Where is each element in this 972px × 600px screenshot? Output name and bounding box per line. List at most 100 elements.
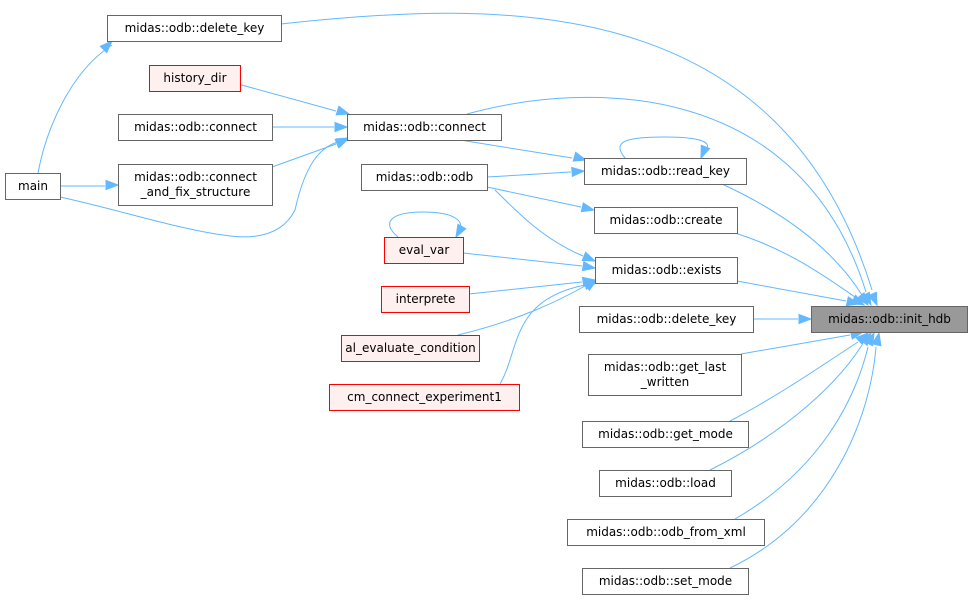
edge-eval-var-exists — [462, 252, 583, 267]
edge-main-connect-fix-arrowhead — [105, 179, 120, 191]
node-create[interactable]: midas::odb::create — [594, 207, 738, 234]
node-interprete[interactable]: interprete — [381, 286, 470, 313]
node-get-mode[interactable]: midas::odb::get_mode — [582, 421, 749, 448]
node-set-mode-label: midas::odb::set_mode — [599, 574, 732, 588]
edge-odb-from-xml-init-hdb — [734, 346, 869, 520]
edge-set-mode-init-hdb — [729, 346, 877, 569]
node-delete-key-top[interactable]: midas::odb::delete_key — [107, 15, 282, 42]
node-connect-mid-label: midas::odb::connect — [363, 120, 486, 134]
node-get-last-written-label: midas::odb::get_last — [604, 360, 727, 374]
node-delete-key-low-label: midas::odb::delete_key — [597, 312, 737, 326]
node-cm-connect-box — [329, 384, 520, 411]
node-odb-from-xml-label: midas::odb::odb_from_xml — [586, 525, 746, 539]
node-connect-fix-label: _and_fix_structure — [140, 185, 251, 199]
node-main-box — [5, 173, 61, 200]
node-connect-fix[interactable]: midas::odb::connect_and_fix_structure — [118, 164, 273, 206]
edge-history-dir-connect-mid-arrowhead — [335, 105, 351, 116]
edge-connect-mid-read-key — [459, 139, 573, 159]
node-get-mode-label: midas::odb::get_mode — [598, 427, 733, 441]
edge-connect-mid-init-hdb — [466, 96, 867, 293]
edge-delete-key-top-init-hdb — [280, 12, 873, 291]
edge-set-mode-init-hdb-arrowhead — [871, 331, 882, 347]
edge-read-key-self-arrowhead — [700, 144, 711, 160]
node-odb-from-xml[interactable]: midas::odb::odb_from_xml — [567, 519, 765, 546]
node-odb-odb-label: midas::odb::odb — [376, 170, 474, 184]
node-init-hdb-box — [811, 306, 968, 333]
node-connect-fix-box — [118, 164, 273, 206]
edge-odb-odb-create-arrowhead — [580, 202, 596, 213]
edge-delete-key-low-init-hdb-arrowhead — [798, 313, 813, 325]
node-main[interactable]: main — [5, 173, 61, 200]
node-delete-key-top-label: midas::odb::delete_key — [125, 21, 265, 35]
edge-main-delete-key-top-arrowhead — [99, 39, 114, 54]
edge-history-dir-connect-mid — [237, 83, 337, 112]
node-get-last-written-label: _written — [640, 375, 689, 389]
node-eval-var[interactable]: eval_var — [384, 237, 464, 264]
node-exists-box — [595, 257, 738, 284]
node-odb-odb-box — [361, 164, 488, 191]
edge-odb-odb-exists — [494, 189, 584, 257]
node-eval-var-box — [384, 237, 464, 264]
node-cm-connect[interactable]: cm_connect_experiment1 — [329, 384, 520, 411]
node-set-mode[interactable]: midas::odb::set_mode — [582, 568, 749, 595]
edge-delete-key-top-init-hdb-arrowhead — [867, 291, 878, 307]
node-history-dir-box — [149, 65, 241, 92]
node-connect-left-label: midas::odb::connect — [134, 120, 257, 134]
node-create-label: midas::odb::create — [609, 213, 722, 227]
node-load[interactable]: midas::odb::load — [599, 470, 732, 497]
edge-connect-fix-connect-mid-arrowhead — [334, 138, 350, 149]
edge-get-mode-init-hdb — [729, 341, 859, 422]
node-connect-left[interactable]: midas::odb::connect — [118, 114, 273, 141]
node-get-last-written-box — [588, 354, 742, 396]
edge-exists-init-hdb — [736, 280, 847, 302]
edge-odb-odb-read-key-arrowhead — [571, 166, 586, 178]
node-load-box — [599, 470, 732, 497]
node-exists[interactable]: midas::odb::exists — [595, 257, 738, 284]
node-delete-key-low[interactable]: midas::odb::delete_key — [579, 306, 754, 333]
edge-cm-connect-exists — [499, 284, 586, 385]
edges — [37, 12, 882, 569]
edge-exists-init-hdb-arrowhead — [845, 296, 861, 307]
edge-connect-fix-connect-mid — [271, 143, 337, 168]
node-read-key[interactable]: midas::odb::read_key — [584, 158, 747, 185]
node-get-last-written[interactable]: midas::odb::get_last_written — [588, 354, 742, 396]
edge-odb-odb-exists-arrowhead — [581, 251, 597, 262]
node-history-dir-label: history_dir — [163, 71, 226, 85]
node-odb-odb[interactable]: midas::odb::odb — [361, 164, 488, 191]
node-read-key-label: midas::odb::read_key — [601, 164, 730, 178]
node-set-mode-box — [582, 568, 749, 595]
edge-connect-left-connect-mid-arrowhead — [334, 121, 349, 133]
node-al-eval-label: al_evaluate_condition — [345, 341, 475, 355]
edge-interprete-exists — [468, 281, 583, 295]
node-odb-from-xml-box — [567, 519, 765, 546]
node-al-eval[interactable]: al_evaluate_condition — [341, 335, 480, 362]
edge-create-init-hdb — [734, 232, 856, 298]
node-main-label: main — [18, 179, 48, 193]
node-exists-label: midas::odb::exists — [612, 263, 722, 277]
node-interprete-box — [381, 286, 470, 313]
edge-cm-connect-exists-arrowhead — [583, 279, 599, 291]
edge-odb-from-xml-init-hdb-arrowhead — [863, 331, 875, 347]
node-cm-connect-label: cm_connect_experiment1 — [347, 390, 502, 404]
node-connect-mid-box — [347, 114, 502, 141]
node-create-box — [594, 207, 738, 234]
node-init-hdb-label: midas::odb::init_hdb — [828, 312, 951, 326]
node-delete-key-low-box — [579, 306, 754, 333]
edge-main-delete-key-top — [37, 44, 113, 174]
node-connect-left-box — [118, 114, 273, 141]
node-init-hdb[interactable]: midas::odb::init_hdb — [811, 306, 968, 333]
node-history-dir[interactable]: history_dir — [149, 65, 241, 92]
edge-get-last-written-init-hdb — [740, 334, 851, 355]
node-connect-fix-label: midas::odb::connect — [134, 170, 257, 184]
node-delete-key-top-box — [107, 15, 282, 42]
node-get-mode-box — [582, 421, 749, 448]
edge-eval-var-self-arrowhead — [455, 223, 467, 239]
node-interprete-label: interprete — [396, 292, 456, 306]
node-al-eval-box — [341, 335, 480, 362]
edge-al-eval-exists — [457, 285, 586, 336]
node-connect-mid[interactable]: midas::odb::connect — [347, 114, 502, 141]
edge-odb-odb-create — [486, 186, 582, 208]
edge-read-key-init-hdb-arrowhead — [856, 291, 869, 307]
edge-odb-odb-read-key — [486, 171, 572, 178]
